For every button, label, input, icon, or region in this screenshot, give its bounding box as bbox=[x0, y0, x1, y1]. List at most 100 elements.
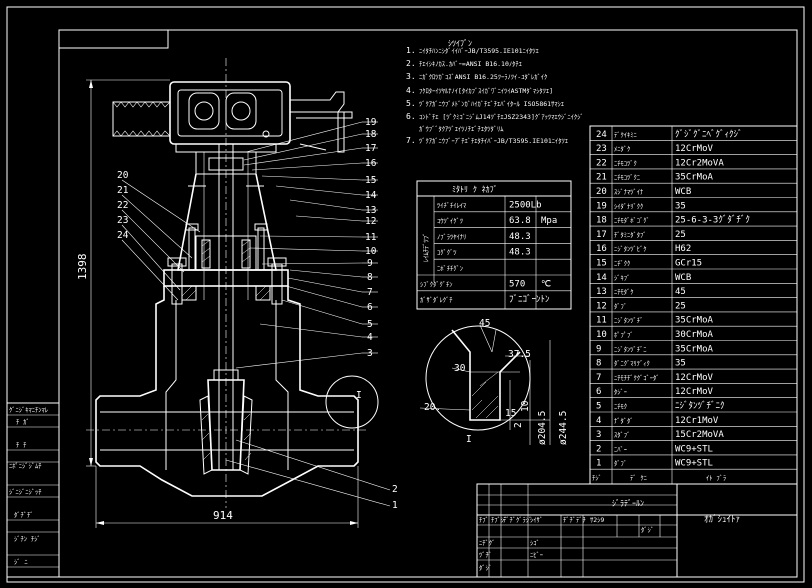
note-number: 4. bbox=[406, 86, 416, 95]
tb-cell-12: ﾀﾞｼﾞ bbox=[479, 564, 492, 572]
perf-label: ﾂｲﾁﾞﾁｲﾚｲﾏ bbox=[437, 201, 467, 209]
part-name: ｽｼﾞﾅﾏﾂﾞｲﾅ bbox=[614, 188, 643, 196]
parts-header-no: ﾁｼﾞ bbox=[592, 474, 602, 482]
strip-text-2: ﾁ ｶﾞ bbox=[16, 418, 30, 426]
part-no: 24 bbox=[596, 130, 607, 140]
parts-header-name: ﾃﾞ ｸﾆ bbox=[630, 474, 647, 482]
part-name: ﾆｼﾞﾀﾝﾂﾞﾁﾞ bbox=[614, 317, 643, 325]
part-material: 12Cr2MoVA bbox=[675, 158, 724, 168]
callout-24: 24 bbox=[117, 230, 129, 241]
callout-10: 10 bbox=[365, 246, 377, 257]
part-no: 19 bbox=[596, 201, 607, 211]
part-no: 7 bbox=[596, 373, 601, 383]
part-material: 35CrMoA bbox=[675, 344, 714, 354]
part-name: ﾆﾁﾓﾁﾁﾞｸｸﾞｺﾞｰﾀﾞ bbox=[614, 374, 660, 382]
perf-label: ｶﾞｻﾞﾀﾞﾚｸﾞﾁ bbox=[420, 296, 453, 304]
part-material: ﾆｼﾞﾀﾝﾂﾞﾁﾞﾆｸ bbox=[675, 401, 725, 412]
detail-mark-body: I bbox=[356, 390, 362, 401]
perf-label: ﾉﾌﾞﾗﾂﾔｲﾅﾘ bbox=[437, 233, 466, 241]
detail-mark-label: I bbox=[466, 434, 472, 445]
part-no: 14 bbox=[596, 273, 607, 283]
perf-value: ﾌﾞﾆｺﾞｰﾝﾄﾝ bbox=[509, 294, 550, 305]
part-name: ﾆﾁﾓﾀﾞﾎﾞｺﾞｸﾞ bbox=[614, 217, 650, 225]
part-name: ﾆﾁﾓﾀﾞｸ bbox=[614, 288, 634, 296]
tb-cell-6: ｻ2ｼ9 bbox=[590, 516, 604, 524]
tb-cell-5: ﾁﾞﾁﾞﾃﾞﾁ bbox=[563, 516, 586, 524]
note-number: 5. bbox=[406, 99, 416, 108]
detail-view-I: 45 37.5 30 20. 15 2 10 ø204.5 ø244.5 I bbox=[419, 318, 569, 445]
part-material: 12CrMoV bbox=[675, 144, 714, 154]
part-no: 23 bbox=[596, 144, 607, 154]
tb-cell-10: ﾂﾞﾁﾞ bbox=[479, 551, 492, 559]
part-no: 9 bbox=[596, 344, 601, 354]
part-material: 25 bbox=[675, 301, 686, 311]
callout-17: 17 bbox=[365, 143, 376, 154]
part-no: 2 bbox=[596, 444, 601, 454]
dim-15: 15 bbox=[505, 408, 516, 419]
part-name: ｽﾀﾞﾌﾞ bbox=[614, 431, 630, 439]
perf-label: ﾆﾎﾞﾁﾁｸﾞﾝ bbox=[437, 265, 463, 273]
part-material: ｸﾞｼﾞｸﾞﾆﾍﾞｸﾞｨｸｼﾞ bbox=[675, 129, 743, 140]
callout-5: 5 bbox=[367, 319, 373, 330]
callout-12: 12 bbox=[365, 216, 376, 227]
part-material: WCB bbox=[675, 187, 691, 197]
perf-unit: Mpa bbox=[541, 216, 557, 226]
angle-37-5: 37.5 bbox=[508, 349, 531, 360]
part-no: 18 bbox=[596, 216, 607, 226]
part-name: ﾀﾞﾆｸﾞﾏﾘﾃﾞｨｸ bbox=[614, 360, 650, 368]
part-material: 12CrMoV bbox=[675, 387, 714, 397]
technical-notes: ｼﾂｲﾌﾞﾝ 1.ﾆｲﾀﾁﾊﾝﾆｼﾀﾞｲｲﾊﾞｰJB/T3595.IE101ﾆｲ… bbox=[406, 39, 584, 145]
perf-label: ｼﾌﾞｸﾀﾞｸﾞﾁﾝ bbox=[420, 280, 453, 288]
part-no: 4 bbox=[596, 416, 601, 426]
part-no: 6 bbox=[596, 387, 601, 397]
part-name: ﾆﾁﾓｺﾂﾞｸﾆ bbox=[614, 174, 640, 182]
callout-13: 13 bbox=[365, 205, 376, 216]
part-no: 10 bbox=[596, 330, 607, 340]
part-material: 25-6-3-3ｸﾞﾀﾞﾁﾞｸ bbox=[675, 215, 750, 226]
strip-text-7: ｼﾞﾁﾝ ﾁｼﾞ bbox=[14, 535, 41, 543]
callout-19: 19 bbox=[365, 117, 377, 128]
part-no: 16 bbox=[596, 244, 607, 254]
tb-cell-7: ﾀﾞｼﾞ bbox=[641, 526, 654, 534]
note-number: 7. bbox=[406, 136, 416, 145]
dim-10: 10 bbox=[520, 400, 531, 412]
part-no: 17 bbox=[596, 230, 607, 240]
part-material: 35CrMoA bbox=[675, 173, 714, 183]
perf-label: ｺｳﾂﾞｲｸﾞﾂ bbox=[437, 217, 463, 225]
gate-valve-section: I 1398 914 bbox=[76, 58, 379, 528]
strip-text-8: ｼﾞ ﾆ bbox=[14, 558, 28, 566]
part-no: 12 bbox=[596, 301, 607, 311]
perf-group-label: ﾚｲﾑﾁﾃﾞﾂﾌﾞ bbox=[422, 233, 430, 262]
outer-frame bbox=[6, 6, 805, 583]
part-material: WC9+STL bbox=[675, 459, 713, 469]
strip-text-5: ｼﾞﾆｼﾞﾆｼﾞｯﾁ bbox=[9, 488, 42, 496]
strip-text-4: ﾆﾎﾟﾆｼﾞｼﾞﾑﾁ bbox=[9, 462, 42, 470]
perf-value: 570 bbox=[509, 279, 525, 289]
callout-7: 7 bbox=[367, 287, 373, 298]
part-name: ﾆﾁﾞｸｸ bbox=[614, 260, 630, 268]
part-name: ﾆﾁﾓｸ bbox=[614, 403, 627, 411]
part-name: ﾆｼﾞﾀﾝﾂﾞﾁﾞﾆ bbox=[614, 345, 647, 353]
note-text: ﾂﾞｸｱｶﾞﾆｳﾌﾞｰｱﾞﾁｴﾞﾁｴﾀﾁｲﾊﾞｰJB/T3595.IE101ﾆｲ… bbox=[419, 137, 568, 145]
callout-22: 22 bbox=[117, 200, 128, 211]
perf-label: ｺｸﾞｸﾞﾂ bbox=[437, 249, 457, 257]
part-material: H62 bbox=[675, 244, 691, 254]
dim-20: 20. bbox=[424, 402, 441, 413]
perf-value: 63.8 bbox=[509, 216, 531, 226]
callout-21: 21 bbox=[117, 185, 129, 196]
bore-204-5: ø204.5 bbox=[537, 411, 548, 445]
strip-text-6: ﾀﾞﾁﾞﾁﾞ bbox=[14, 511, 34, 519]
length-dimension: 914 bbox=[213, 509, 233, 522]
part-material: 12Cr1MoV bbox=[675, 416, 719, 426]
callout-15: 15 bbox=[365, 175, 376, 186]
part-material: 12CrMoV bbox=[675, 373, 714, 383]
part-name: ﾅﾞﾀﾞﾀﾞ bbox=[614, 417, 634, 425]
part-no: 15 bbox=[596, 259, 607, 269]
callouts: 20 21 22 23 24 19 18 17 16 15 14 13 12 1… bbox=[117, 117, 398, 511]
note-text: ﾌｸﾛﾀｰｲﾂﾔﾙﾅﾉｲ[ﾀｲｶﾌﾞｽｲｶﾞﾜﾞﾆｲﾂｲASTMﾀﾞﾏｼﾀﾂｴ] bbox=[419, 87, 553, 95]
callout-2: 2 bbox=[392, 484, 398, 495]
callout-23: 23 bbox=[117, 215, 128, 226]
part-name: ﾃﾞｸｲｷﾐﾆ bbox=[614, 131, 637, 139]
angle-30: 30 bbox=[454, 363, 466, 374]
